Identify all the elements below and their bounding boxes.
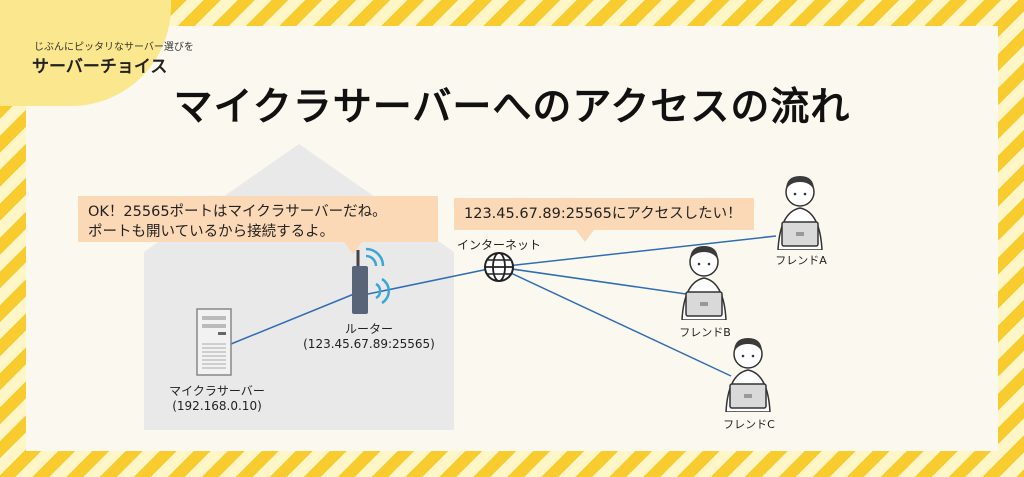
router-icon: [352, 247, 391, 314]
logo-name: サーバーチョイス: [32, 57, 168, 77]
router-label: ルーター (123.45.67.89:25565): [294, 320, 444, 351]
friend-speech-tail: [576, 230, 594, 242]
friend-c-person-icon: [725, 338, 771, 412]
friend-c-label: フレンドC: [723, 418, 775, 431]
router-speech-line2: ポートも開いているから接続するよ。: [88, 224, 335, 240]
logo-tagline: じぶんにピッタリなサーバー選びを: [34, 42, 194, 53]
router-speech-bubble: OK！25565ポートはマイクラサーバーだね。 ポートも開いているから接続するよ…: [78, 196, 438, 242]
logo[interactable]: じぶんにピッタリなサーバー選びを サーバーチョイス: [0, 0, 194, 106]
friend-speech-text: 123.45.67.89:25565にアクセスしたい！: [464, 206, 742, 222]
friend-b-person-icon: [681, 246, 727, 320]
link-server-router: [230, 293, 355, 345]
router-speech-line1: OK！25565ポートはマイクラサーバーだね。: [88, 204, 387, 220]
page-title: マイクラサーバーへのアクセスの流れ: [173, 85, 851, 130]
server-icon: [196, 308, 232, 376]
server-label: マイクラサーバー (192.168.0.10): [152, 382, 282, 413]
router-name: ルーター: [344, 322, 393, 336]
globe-icon: [484, 252, 514, 282]
friend-speech-bubble: 123.45.67.89:25565にアクセスしたい！: [454, 198, 754, 230]
internet-label: インターネット: [456, 238, 541, 252]
router-address: (123.45.67.89:25565): [303, 337, 435, 351]
friend-a-label: フレンドA: [775, 254, 827, 267]
link-internet-friend-a: [497, 235, 777, 268]
network-links: [230, 235, 777, 377]
friend-a-person-icon: [777, 176, 823, 250]
friend-b-label: フレンドB: [679, 326, 731, 339]
server-address: (192.168.0.10): [172, 399, 262, 413]
link-internet-friend-b: [497, 266, 687, 295]
diagram-panel: じぶんにピッタリなサーバー選びを サーバーチョイス マイクラサーバーへのアクセス…: [0, 0, 998, 451]
server-name: マイクラサーバー: [169, 384, 265, 398]
link-internet-friend-c: [497, 266, 732, 377]
